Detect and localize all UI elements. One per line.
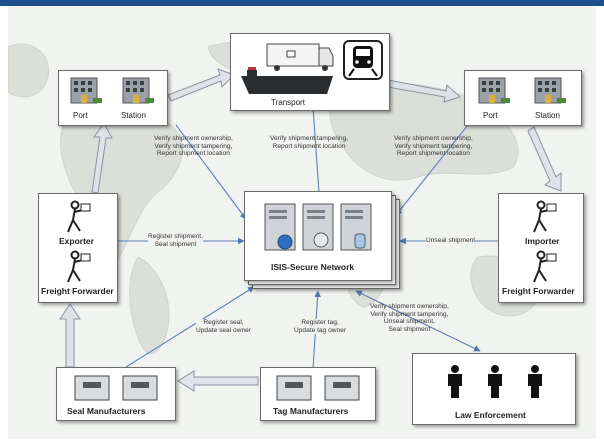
truck-ship-icon [241,43,334,94]
arrow-right-port-to-network [395,124,469,216]
station-label: Station [121,111,146,120]
edge-label-line: Report shipment location [156,150,230,158]
person-carrying-box-icon [533,200,557,233]
edge-label-line: Register seal, [203,319,244,326]
edge-label-line: Seal shipment [154,240,197,248]
edge-label-line: Verify shipment tampering, [394,142,473,150]
tag-manufacturers-box: Tag Manufacturers [260,367,376,421]
law-enforcement-box: Law Enforcement [412,353,576,425]
station-building-icon [534,77,566,104]
flow-arrow-tag-to-seal [177,370,259,392]
transport-label: Transport [271,98,305,107]
flow-arrow-transport-to-port [386,79,461,103]
officers-icon [448,365,542,398]
edge-label-line: Unseal shipment, [383,318,435,326]
arrow-seal-to-network [125,286,255,368]
seal-machines-icon [74,375,158,401]
edge-label-transport: Verify shipment tampering, Report shipme… [270,135,348,150]
servers-icon [264,203,372,251]
port-label: Port [73,111,88,120]
edge-label-law: Verify shipment ownership, Verify shipme… [370,303,449,333]
edge-label-line: Report shipment location [272,142,346,150]
edge-label-seal: Register seal, Update seal owner [196,319,251,335]
edge-label-line: Report shipment location [396,150,470,158]
edge-label-exporter: Register shipment, Seal shipment [148,233,203,249]
station-label: Station [535,111,560,120]
importer-box: Importer Freight Forwarder [498,193,584,303]
flow-arrow-port-to-importer [527,126,562,192]
edge-label-line: Verify shipment tampering, [270,135,349,142]
person-carrying-box-icon [533,250,557,283]
law-enforcement-label: Law Enforcement [455,410,526,420]
transport-box: Transport [230,33,390,111]
edge-label-line: Verify shipment ownership, [370,303,449,310]
person-carrying-box-icon [67,200,91,233]
arrow-left-port-to-network [175,124,247,220]
port-station-right-box: Port Station [464,70,582,126]
arrow-network-law [355,290,481,352]
edge-label-line: Verify shipment tampering, [154,142,233,150]
edge-label-line: Verify shipment ownership, [154,135,233,142]
edge-label-line: Verify shipment tampering, [370,310,449,318]
port-station-left-box: Port Station [58,70,168,126]
edge-label-line: Update tag owner [294,326,347,334]
edge-label-line: Verify shipment ownership, [394,135,473,142]
flow-arrow-exporter-to-port [91,122,113,194]
edge-label-tag: Register tag, Update tag owner [294,319,347,335]
port-label: Port [483,111,498,120]
exporter-label: Exporter [59,236,94,246]
freight-forwarder-label: Freight Forwarder [41,286,114,296]
edge-label-line: Update seal owner [196,326,251,334]
edge-label-right-port: Verify shipment ownership, Verify shipme… [394,135,473,158]
train-icon [343,40,383,80]
edge-label-line: Register shipment, [148,233,203,240]
flow-arrow-seal-to-exporter [59,303,81,368]
network-box: ISIS-Secure Network [244,191,392,281]
freight-forwarder-label: Freight Forwarder [502,286,575,296]
tag-manufacturers-label: Tag Manufacturers [273,406,349,416]
network-label: ISIS-Secure Network [271,262,355,272]
flow-arrow-port-to-transport [167,68,235,102]
edge-label-left-port: Verify shipment ownership, Verify shipme… [154,135,233,158]
arrow-transport-to-network [312,106,323,208]
tag-machines-icon [276,375,360,401]
seal-manufacturers-label: Seal Manufacturers [67,406,146,416]
edge-label-importer: Unseal shipment [426,237,476,245]
diagram-canvas: Port Station Transport [8,7,596,439]
station-building-icon [122,77,154,104]
port-building-icon [70,77,102,104]
edge-label-line: Register tag, [301,319,339,326]
connector-layer [59,68,562,392]
edge-label-line: Seal shipment [388,325,431,333]
top-border [0,0,604,6]
port-building-icon [478,77,510,104]
seal-manufacturers-box: Seal Manufacturers [56,367,176,421]
edge-label-line: Unseal shipment [426,237,476,244]
exporter-box: Exporter Freight Forwarder [38,193,118,303]
importer-label: Importer [525,236,560,246]
person-carrying-box-icon [67,250,91,283]
